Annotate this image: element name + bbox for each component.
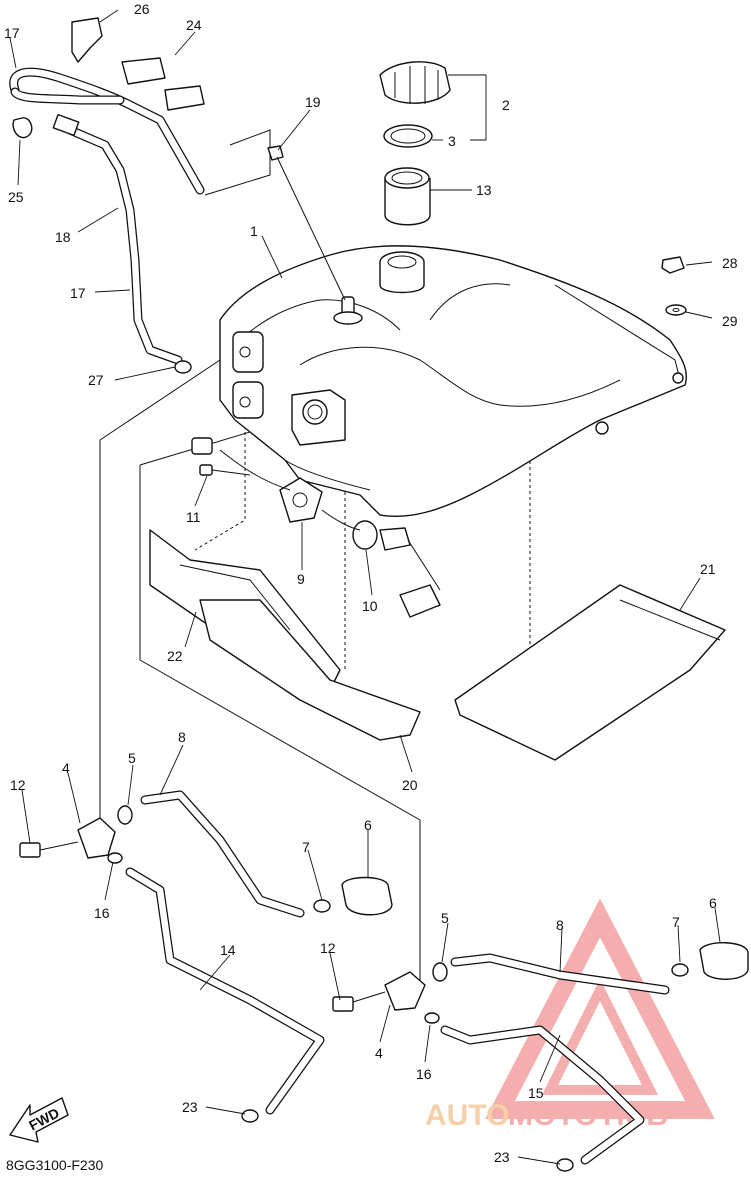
- plate-21: [454, 584, 726, 761]
- watermark-logo: AUTO MOTO HUB: [425, 898, 715, 1132]
- fuel-level-sender: [321, 509, 441, 618]
- vent-hose-upper: [9, 67, 205, 195]
- plate-20: [199, 599, 421, 741]
- watermark-text-auto: AUTO: [425, 1099, 509, 1132]
- callout-5-right: 5: [441, 910, 449, 926]
- callout-23-right: 23: [494, 1149, 510, 1165]
- clip-19: [267, 145, 346, 301]
- clip-26: [71, 17, 103, 63]
- callout-28: 28: [722, 255, 738, 271]
- drawing-code: 8GG3100-F230: [6, 1157, 103, 1173]
- callout-27: 27: [88, 372, 104, 388]
- cap-gasket: [383, 124, 433, 148]
- callout-18: 18: [55, 229, 71, 245]
- callout-15: 15: [528, 1085, 544, 1101]
- callout-4-right: 4: [375, 1045, 383, 1061]
- callout-21: 21: [700, 561, 716, 577]
- vent-hose-lower: [52, 113, 183, 365]
- callout-leaders: [9, 9, 721, 1165]
- callout-1: 1: [250, 223, 258, 239]
- callout-24: 24: [186, 17, 202, 33]
- callout-25: 25: [8, 189, 24, 205]
- washer-29: [665, 304, 687, 316]
- callout-6-right: 6: [709, 895, 717, 911]
- callout-26: 26: [134, 1, 150, 17]
- callout-17-side: 17: [70, 285, 86, 301]
- clip-24: [121, 57, 205, 111]
- callout-12-left: 12: [10, 777, 26, 793]
- callout-10: 10: [362, 598, 378, 614]
- callout-labels: 1 2 3 4 4 5 5 6 6 7 7 8 8 9 10 11 12 12 …: [4, 1, 738, 1165]
- fuel-cap: [379, 61, 451, 104]
- callout-17-top: 17: [4, 25, 20, 41]
- callout-14: 14: [220, 942, 236, 958]
- callout-4-left: 4: [62, 760, 70, 776]
- callout-12-right: 12: [320, 940, 336, 956]
- callout-3: 3: [448, 133, 456, 149]
- callout-9: 9: [297, 571, 305, 587]
- callout-8-right: 8: [556, 917, 564, 933]
- callout-23-left: 23: [182, 1099, 198, 1115]
- callout-13: 13: [476, 182, 492, 198]
- fuel-tank: [219, 245, 687, 517]
- hose-clip-27: [174, 360, 192, 374]
- callout-19: 19: [305, 94, 321, 110]
- callout-2: 2: [502, 97, 510, 113]
- clip-25: [12, 117, 33, 139]
- callout-16-right: 16: [416, 1066, 432, 1082]
- callout-22: 22: [167, 648, 183, 664]
- petcock-left: [19, 790, 393, 1123]
- fwd-arrow-icon: FWD: [9, 1097, 69, 1143]
- callout-29: 29: [722, 313, 738, 329]
- callout-20: 20: [402, 777, 418, 793]
- petcock-right: [332, 942, 749, 1172]
- callout-6-left: 6: [364, 817, 372, 833]
- callout-8-left: 8: [178, 729, 186, 745]
- callout-7-left: 7: [302, 839, 310, 855]
- callout-11: 11: [186, 509, 201, 525]
- callout-16-left: 16: [94, 905, 110, 921]
- watermark-text-moto: MOTO: [508, 1099, 597, 1132]
- fuel-strainer: [384, 167, 431, 226]
- bolt-11: [199, 464, 251, 476]
- callout-7-right: 7: [672, 914, 680, 930]
- nut-28: [661, 256, 685, 274]
- fuel-pump-flange: [191, 437, 323, 523]
- callout-5-left: 5: [128, 750, 136, 766]
